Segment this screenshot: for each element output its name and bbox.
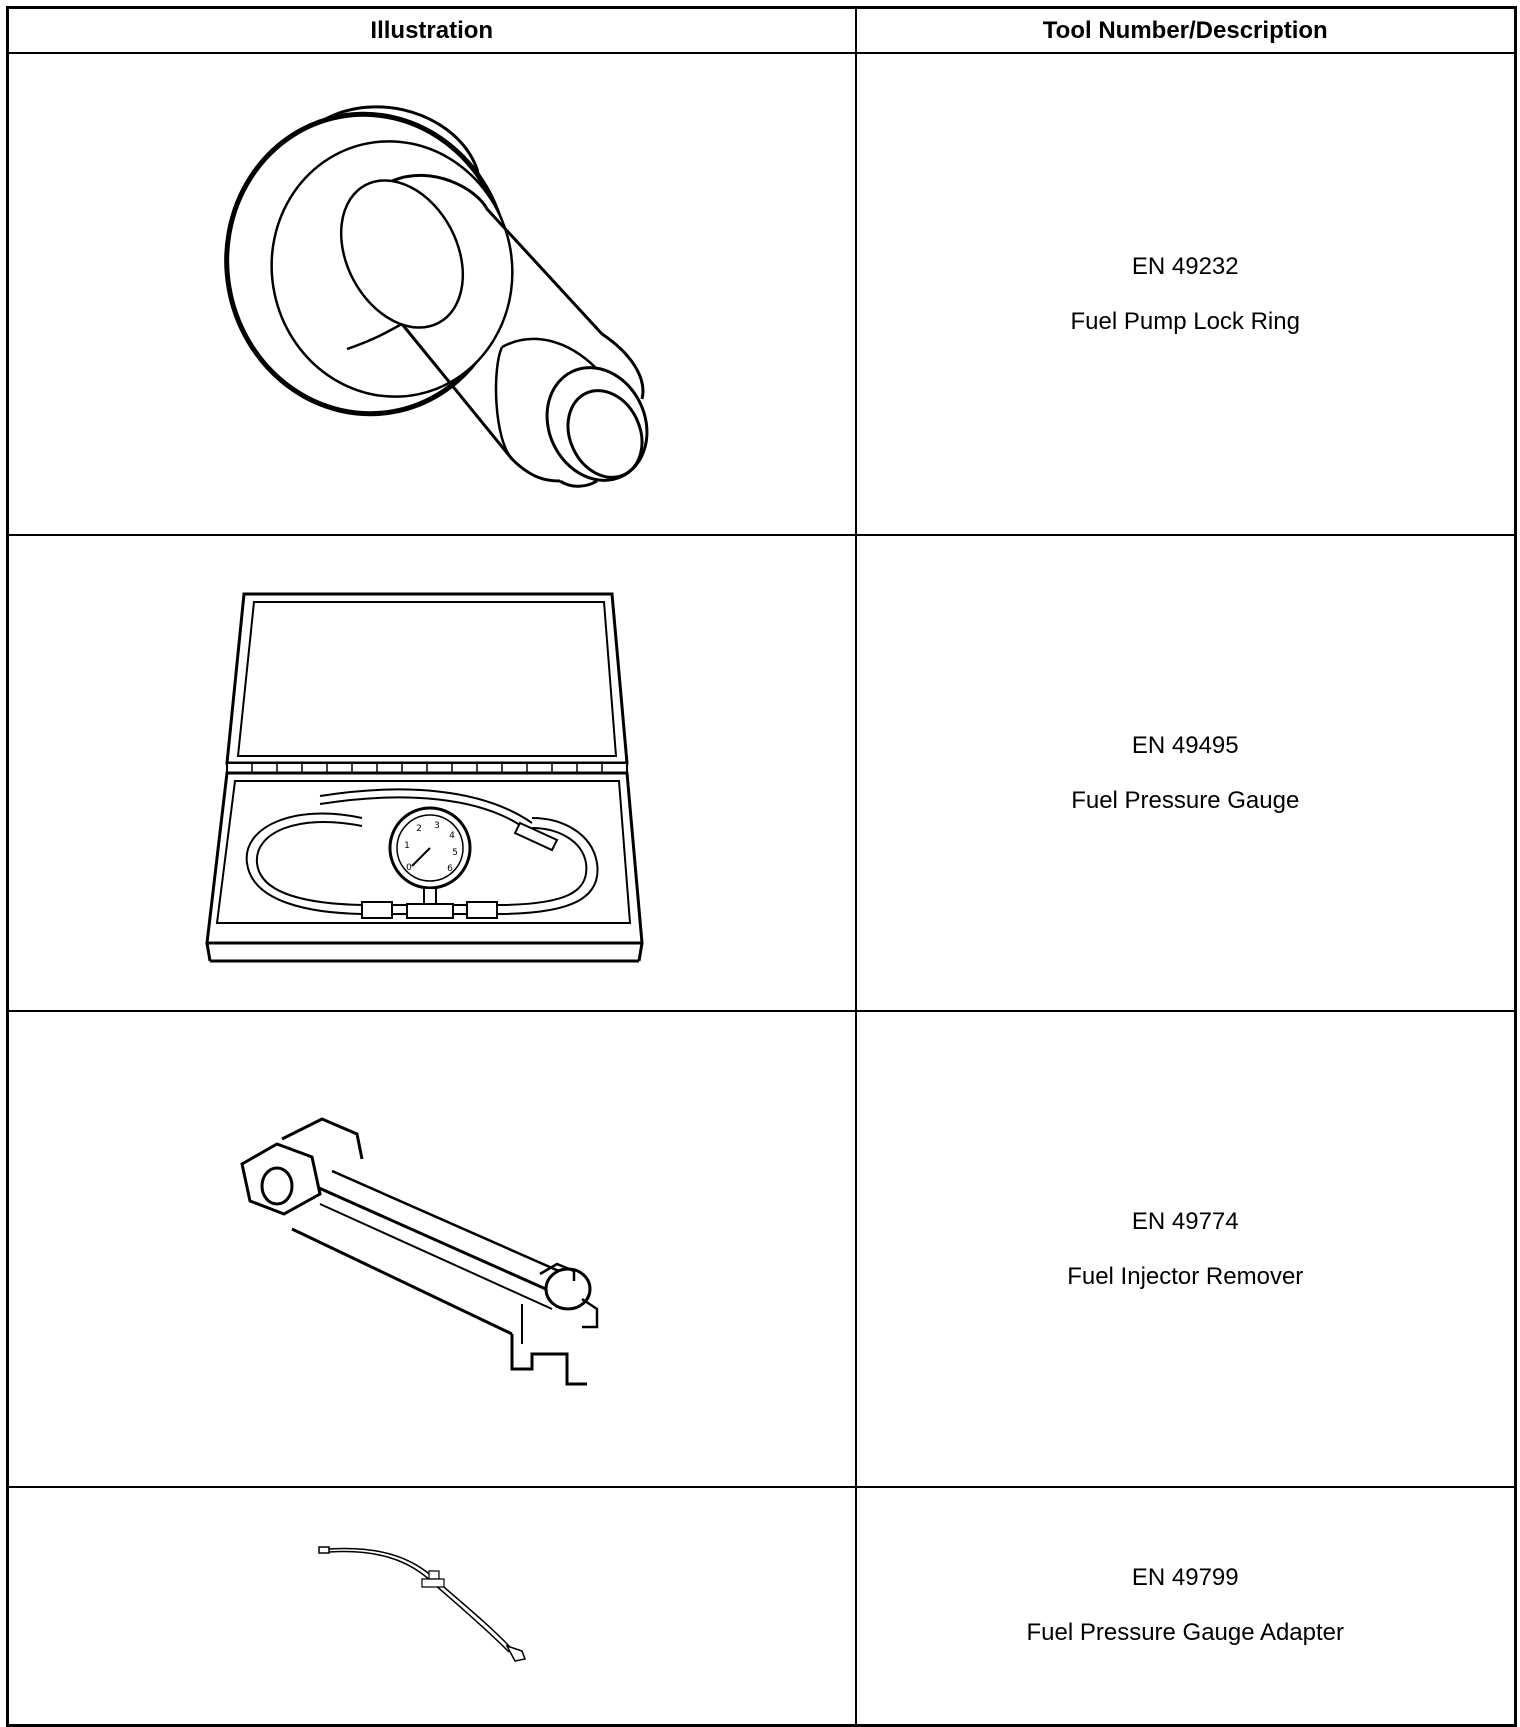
tool-description: Fuel Pump Lock Ring (1070, 307, 1300, 335)
table-row: EN 49799 Fuel Pressure Gauge Adapter (6, 1486, 1517, 1726)
tool-description: Fuel Pressure Gauge Adapter (1026, 1619, 1345, 1647)
table-row: 0 1 2 3 4 5 6 EN 49495 Fuel Pressure Gau… (6, 534, 1517, 1012)
tool-description-cell: EN 49232 Fuel Pump Lock Ring (854, 52, 1517, 536)
tool-description: Fuel Injector Remover (1067, 1262, 1304, 1290)
fuel-injector-remover-tool-icon (222, 1109, 642, 1389)
tool-number: EN 49799 (1131, 1564, 1239, 1592)
illustration-cell (6, 1486, 857, 1726)
special-tools-table: Illustration Tool Number/Description (6, 6, 1517, 1727)
gauge-dial-number: 2 (416, 824, 422, 834)
gauge-dial-number: 6 (447, 864, 453, 874)
column-header-tool: Tool Number/Description (854, 6, 1517, 54)
tool-number: EN 49774 (1131, 1207, 1239, 1235)
tool-number: EN 49495 (1131, 731, 1239, 759)
fuel-pump-lock-ring-tool-icon (202, 69, 662, 519)
tool-description-cell: EN 49774 Fuel Injector Remover (854, 1010, 1517, 1488)
column-header-illustration: Illustration (6, 6, 857, 54)
illustration-cell: 0 1 2 3 4 5 6 (6, 534, 857, 1012)
illustration-cell (6, 52, 857, 536)
gauge-dial-number: 3 (434, 821, 440, 831)
tool-description-cell: EN 49495 Fuel Pressure Gauge (854, 534, 1517, 1012)
tool-number: EN 49232 (1131, 252, 1239, 280)
table-header-row: Illustration Tool Number/Description (6, 6, 1517, 54)
table-row: EN 49232 Fuel Pump Lock Ring (6, 52, 1517, 536)
gauge-dial-number: 5 (452, 848, 458, 858)
illustration-cell (6, 1010, 857, 1488)
gauge-dial-number: 1 (404, 841, 410, 851)
tool-description-cell: EN 49799 Fuel Pressure Gauge Adapter (854, 1486, 1517, 1726)
fuel-pressure-gauge-adapter-icon (317, 1541, 547, 1671)
gauge-dial-number: 0 (406, 863, 412, 873)
fuel-pressure-gauge-kit-icon: 0 1 2 3 4 5 6 (202, 578, 662, 968)
table-row: EN 49774 Fuel Injector Remover (6, 1010, 1517, 1488)
tool-description: Fuel Pressure Gauge (1071, 786, 1300, 814)
gauge-dial-number: 4 (449, 831, 455, 841)
